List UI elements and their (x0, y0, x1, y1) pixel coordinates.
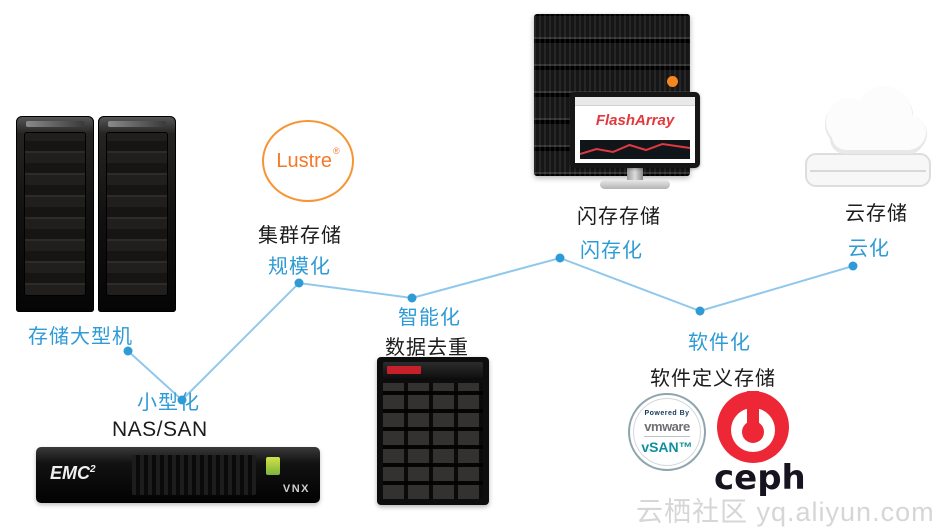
pure-storage-logo-dot (667, 76, 678, 87)
dedupe-rack-red-badge (387, 366, 421, 374)
dedupe-rack-image (377, 357, 489, 505)
monitor-stand-neck (627, 168, 643, 180)
vmware-logo-text: vmware (644, 418, 690, 434)
ceph-wordmark: ceph (714, 458, 806, 498)
lustre-reg-mark: ® (332, 146, 340, 156)
label-trend-scale-out: 规模化 (268, 256, 331, 278)
vsan-badge-divider (644, 435, 690, 437)
label-flash-title: 闪存存储 (577, 206, 661, 228)
ceph-logo-icon (717, 391, 789, 463)
mainframe-tower-left (16, 116, 94, 312)
label-trend-software: 软件化 (688, 332, 751, 354)
cloud-drive-icon (805, 86, 931, 187)
mainframe-image (16, 116, 176, 312)
lustre-logo: Lustre® (262, 120, 354, 202)
label-nas-san: NAS/SAN (112, 418, 208, 441)
timeline-node-dot (294, 278, 304, 288)
timeline-node-dot (695, 306, 705, 316)
flash-monitor-image: FlashArray (570, 92, 700, 189)
mainframe-tower-right (98, 116, 176, 312)
label-trend-cloud: 云化 (848, 238, 890, 260)
label-cloud-title: 云存储 (845, 203, 908, 225)
monitor-screen: FlashArray (570, 92, 700, 168)
vnx-label: VNX (282, 483, 310, 495)
label-dedupe-title: 数据去重 (385, 337, 469, 359)
vnx-sticker (266, 457, 280, 475)
vsan-name-text: vSAN™ (641, 438, 693, 455)
browser-bar (575, 97, 695, 106)
emc-logo: EMC2 (50, 463, 96, 484)
flasharray-brand-text: FlashArray (595, 112, 675, 129)
monitor-stand-base (600, 180, 670, 189)
timeline-node-dot (555, 253, 565, 263)
timeline-node-dot (407, 293, 417, 303)
label-cluster-title: 集群存储 (258, 225, 342, 247)
lustre-logo-text: Lustre (276, 149, 332, 172)
vsan-badge: Powered By vmware vSAN™ (628, 393, 706, 471)
vnx-front-grill (132, 455, 256, 495)
label-trend-miniaturization: 小型化 (137, 392, 200, 414)
label-mainframe-title: 存储大型机 (28, 326, 133, 348)
screen-chart-line (579, 142, 691, 155)
ceph-logo (716, 390, 790, 464)
cloud-storage-image (798, 74, 938, 194)
dedupe-rack-module-grid (383, 383, 483, 499)
emc-logo-text: EMC (50, 463, 90, 483)
label-trend-intelligence: 智能化 (398, 307, 461, 329)
watermark-text: 云栖社区 yq.aliyun.com (636, 497, 935, 527)
timeline-node-dot (177, 395, 187, 405)
vsan-powered-by-text: Powered By (644, 409, 690, 417)
label-sds-title: 软件定义存储 (650, 368, 776, 390)
timeline-node-dot (848, 261, 858, 271)
emc-vnx-appliance-image: EMC2 VNX (36, 447, 320, 503)
screen-chart (579, 140, 691, 159)
emc-logo-sup: 2 (90, 464, 96, 475)
timeline-node-dot (123, 346, 133, 356)
label-trend-flash: 闪存化 (580, 240, 643, 262)
